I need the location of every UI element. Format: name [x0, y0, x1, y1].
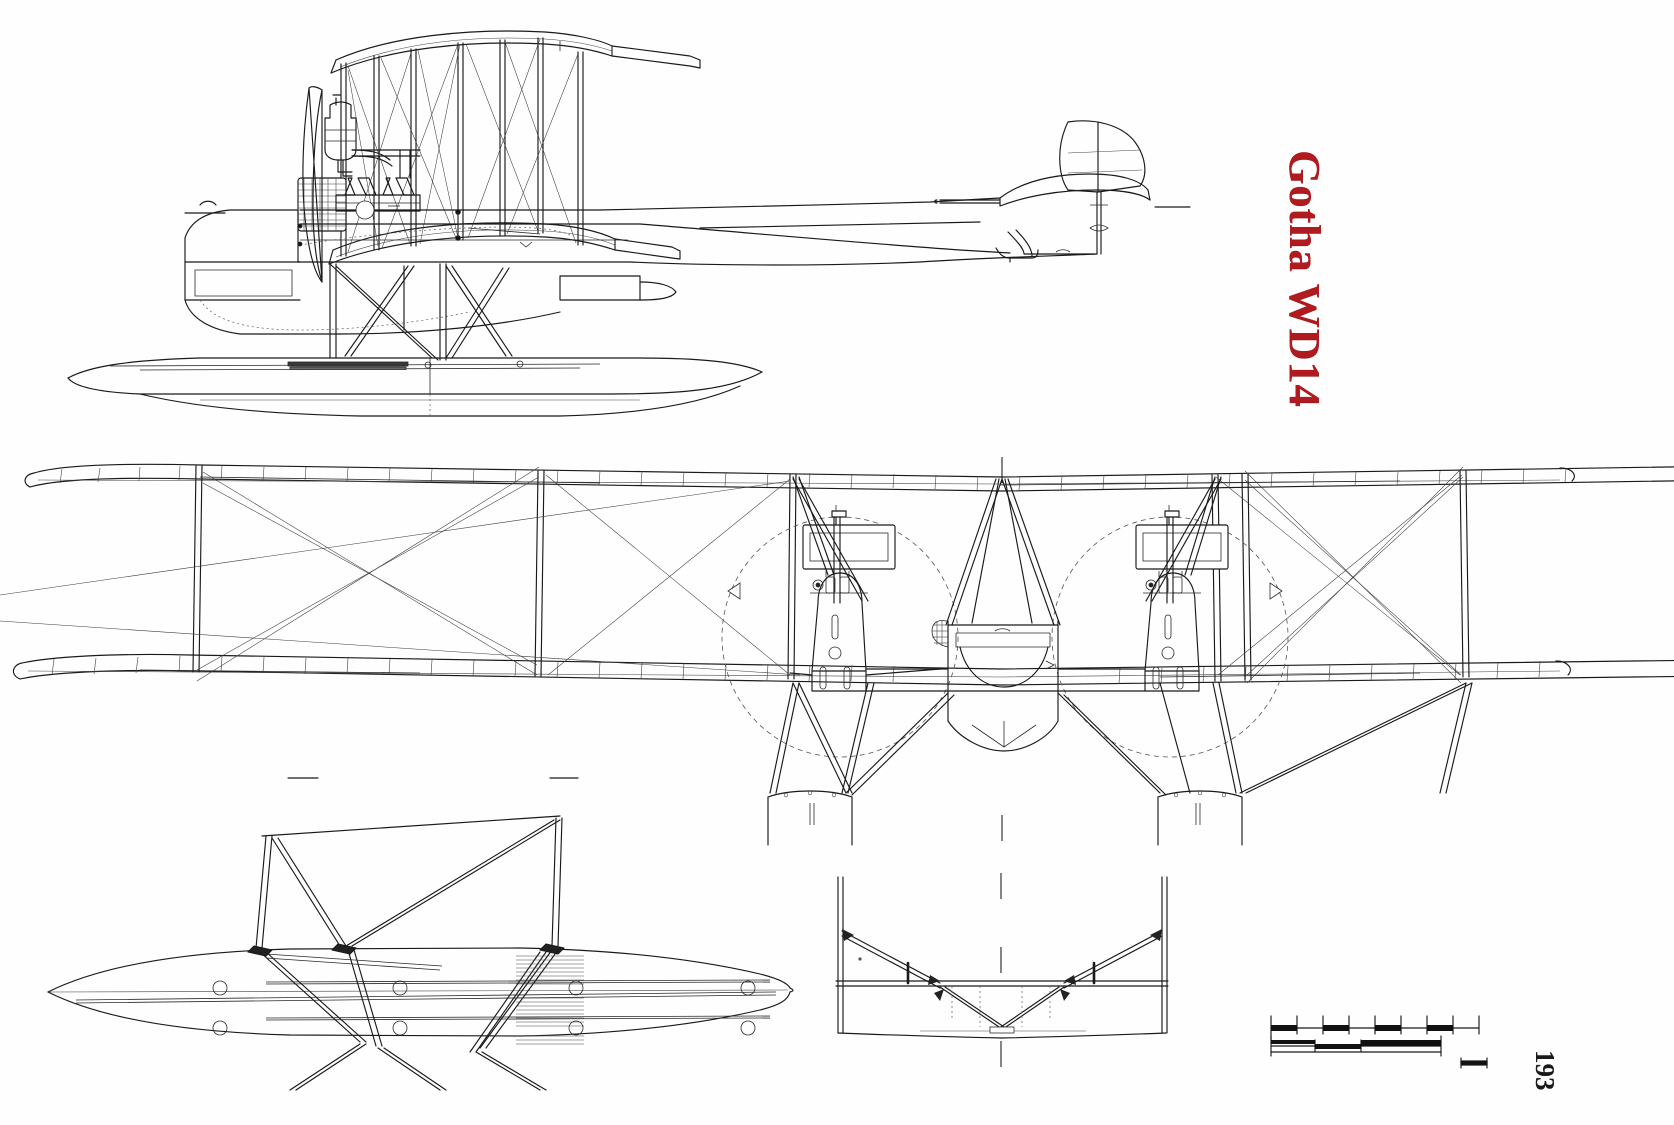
float-plan-view: [40, 760, 840, 1091]
drawing-title: Gotha WD14: [1280, 150, 1329, 408]
front-elevation-view: [0, 425, 1674, 846]
scale-bar: [1255, 1000, 1495, 1070]
page-number: 193: [1530, 1050, 1560, 1091]
side-elevation-view: [0, 0, 1250, 430]
rear-strut-view: [800, 855, 1220, 1105]
